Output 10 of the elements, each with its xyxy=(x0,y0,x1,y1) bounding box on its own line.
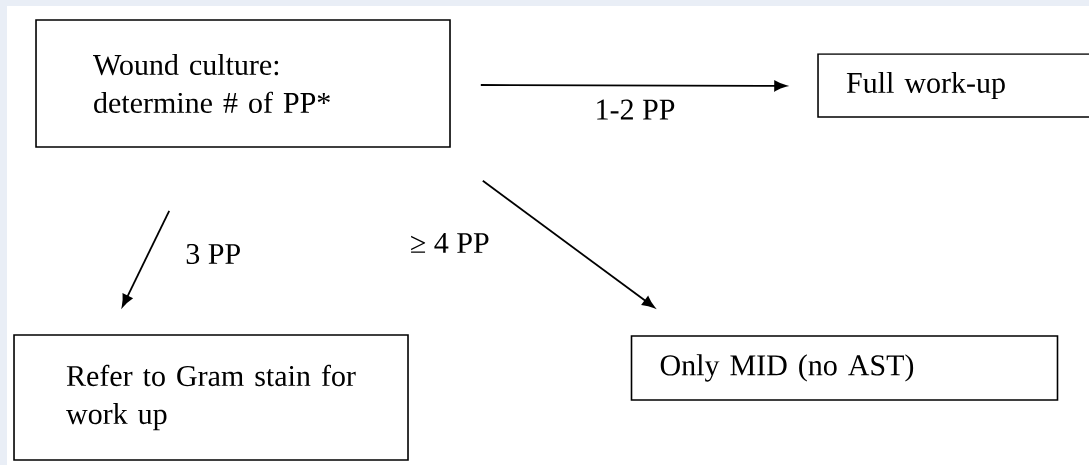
arrow xyxy=(481,179,655,308)
arrow xyxy=(479,80,787,92)
process-box: Full work-up xyxy=(817,53,1089,118)
process-box: Only MID (no AST) xyxy=(630,335,1059,401)
edge-label: 1-2 PP xyxy=(597,99,675,120)
process-box: Wound culture: determine # of PP* xyxy=(35,19,451,148)
edge-label: ≥ 4 PP xyxy=(411,233,489,253)
edge-label: 3 PP xyxy=(186,243,240,265)
process-box: Refer to Gram stain for work up xyxy=(13,334,409,461)
arrow xyxy=(121,209,171,307)
